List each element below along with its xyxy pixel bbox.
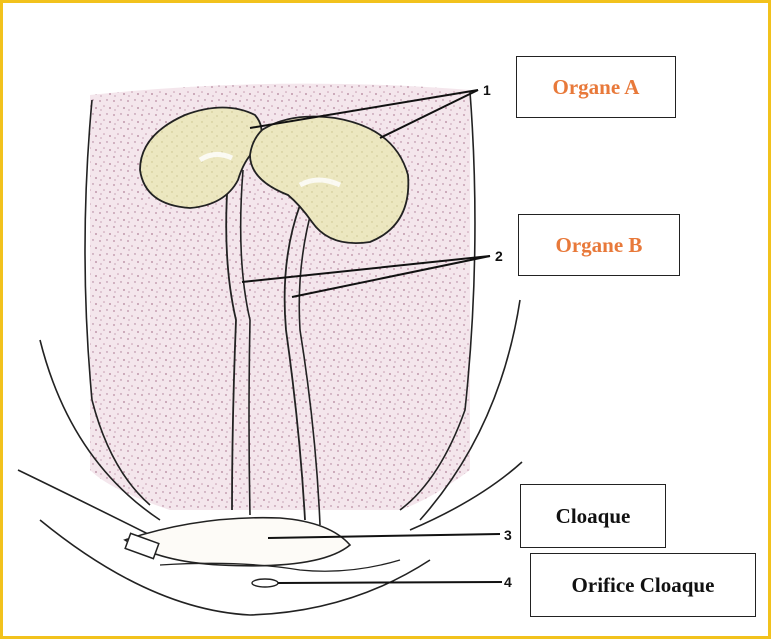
label-orifice-cloaque: Orifice Cloaque [530, 553, 756, 617]
label-organ-a: Organe A [516, 56, 676, 118]
label-organ-b: Organe B [518, 214, 680, 276]
number-1: 1 [483, 82, 491, 98]
label-cloaque: Cloaque [520, 484, 666, 548]
cloacal-orifice [252, 579, 278, 587]
number-3: 3 [504, 527, 512, 543]
cloaca-chamber [125, 518, 350, 566]
leader-4 [278, 582, 502, 583]
number-2: 2 [495, 248, 503, 264]
number-4: 4 [504, 574, 512, 590]
